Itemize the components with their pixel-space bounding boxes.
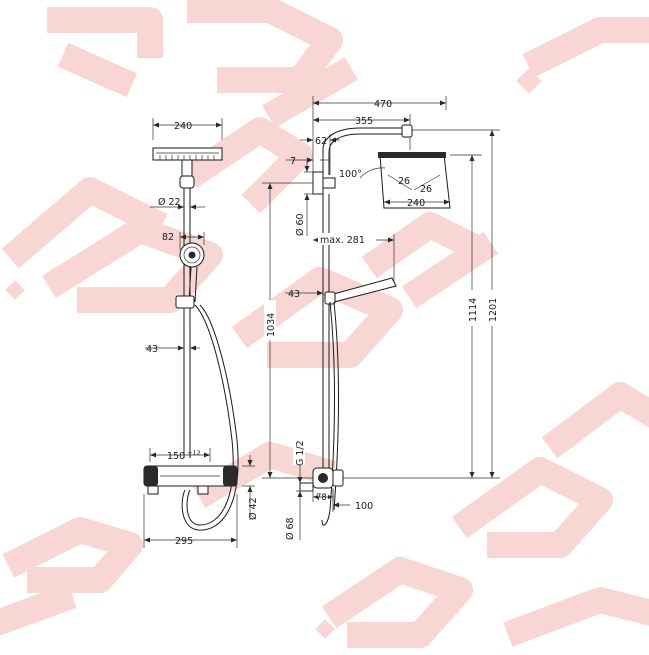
side-handshower-reach-label: max. 281 (320, 235, 365, 246)
overhead-shower-head (152, 147, 223, 161)
side-arm-reach-label: 355 (355, 116, 373, 127)
side-rail-offset-label: 43 (288, 289, 300, 300)
front-rail-offset-label: 43 (146, 344, 158, 355)
wall-bracket (312, 171, 324, 195)
side-spray-angle-right-label: 26 (420, 184, 432, 195)
front-inlet-tolerance-label: ±12 (187, 449, 201, 457)
front-pipe-diameter-label: Ø 22 (158, 197, 181, 208)
front-head-width-label: 240 (174, 121, 192, 132)
side-total-height-label: 1201 (488, 298, 499, 322)
side-head-angle-label: 100° (339, 169, 362, 180)
slider-holder (175, 295, 195, 309)
side-bracket-diameter-label: Ø 60 (295, 213, 306, 236)
side-total-reach-label: 470 (374, 99, 392, 110)
side-mixer-projection-label: 100 (355, 501, 373, 512)
front-inlet-spacing-label: 150 (167, 451, 185, 462)
side-head-width-label: 240 (407, 198, 425, 209)
side-inlet-thread-label: G 1/2 (295, 440, 306, 466)
front-mixer-height-label: Ø 42 (248, 497, 259, 520)
front-handshower-offset-label: 82 (162, 232, 174, 243)
front-mixer-width-label: 295 (175, 536, 193, 547)
side-inlet-depth-label: 78 (316, 493, 327, 503)
side-spray-angle-left-label: 26 (398, 176, 410, 187)
side-escutcheon-label: Ø 68 (285, 517, 296, 540)
side-rail-height-label: 1034 (266, 313, 277, 337)
side-wall-offset-label: 7 (290, 156, 296, 167)
side-shower-height-label: 1114 (468, 298, 479, 322)
front-view: 240 Ø 22 82 (143, 118, 259, 548)
side-overhead-shower-head (378, 152, 451, 209)
side-view: 470 355 62 7 100° 26 26 (262, 96, 500, 540)
side-arm-offset-label: 62 (315, 136, 327, 147)
